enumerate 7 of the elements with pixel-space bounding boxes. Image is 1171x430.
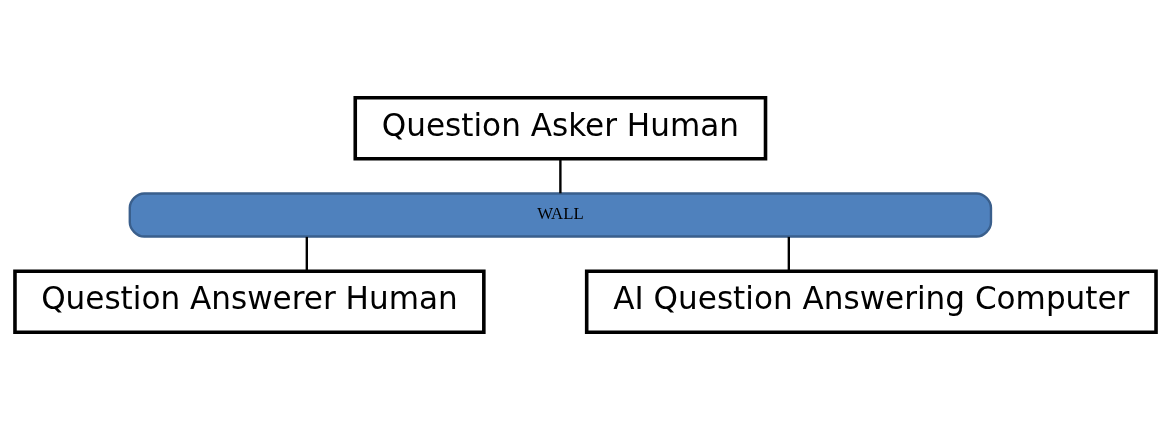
connector (559, 159, 562, 194)
node-box: AI Question Answering Computer (584, 269, 1158, 334)
node-box: Question Asker Human (353, 96, 768, 161)
node-box: Question Answerer Human (13, 269, 486, 334)
connector (305, 236, 308, 271)
connector (787, 236, 791, 271)
node-box: WALL (128, 192, 993, 238)
